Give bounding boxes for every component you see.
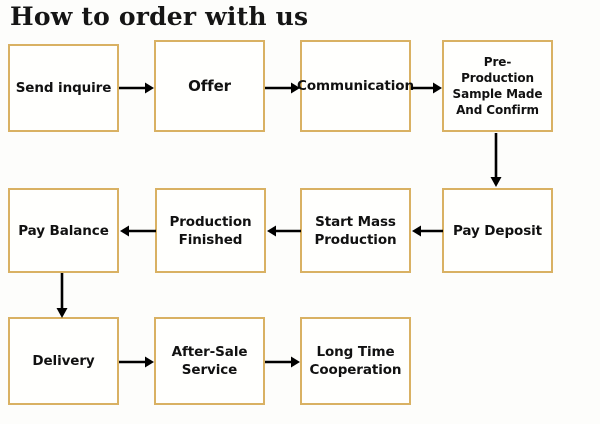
arrow-offer-to-communication <box>265 80 301 96</box>
node-after-sale-service[interactable]: After-Sale Service <box>154 317 265 405</box>
node-send-inquire[interactable]: Send inquire <box>8 44 119 132</box>
node-label: Production Finished <box>169 213 252 248</box>
node-label: Offer <box>188 77 231 95</box>
arrow-after-sale-to-long-time <box>265 354 301 370</box>
node-label: After-Sale Service <box>171 344 248 378</box>
node-label: Pre-Production Sample Made And Confirm <box>452 55 543 117</box>
node-label: Send inquire <box>15 80 112 96</box>
arrow-communication-to-pre-production <box>411 80 443 96</box>
node-pay-balance[interactable]: Pay Balance <box>8 188 119 273</box>
arrow-pay-balance-to-delivery <box>54 273 70 319</box>
arrow-send-inquire-to-offer <box>119 80 155 96</box>
node-start-mass-production[interactable]: Start Mass Production <box>300 188 411 273</box>
arrow-pay-deposit-to-start-mass <box>411 223 443 239</box>
node-delivery[interactable]: Delivery <box>8 317 119 405</box>
node-label: Communication <box>297 78 414 94</box>
node-offer[interactable]: Offer <box>154 40 265 132</box>
node-pay-deposit[interactable]: Pay Deposit <box>442 188 553 273</box>
node-label: Pay Balance <box>18 222 109 239</box>
arrow-pre-production-to-pay-deposit <box>488 133 504 188</box>
node-communication[interactable]: Communication <box>297 40 414 132</box>
node-label: Long Time Cooperation <box>309 344 402 378</box>
arrow-start-mass-to-production-finished <box>266 223 301 239</box>
arrow-delivery-to-after-sale <box>119 354 155 370</box>
arrow-production-finished-to-pay-balance <box>119 223 156 239</box>
node-production-finished[interactable]: Production Finished <box>155 188 266 273</box>
node-label: Start Mass Production <box>314 213 397 248</box>
node-label: Delivery <box>32 353 95 369</box>
node-long-time-cooperation[interactable]: Long Time Cooperation <box>300 317 411 405</box>
page-title: How to order with us <box>10 2 309 31</box>
node-pre-production[interactable]: Pre-Production Sample Made And Confirm <box>442 40 553 132</box>
node-label: Pay Deposit <box>452 222 543 239</box>
